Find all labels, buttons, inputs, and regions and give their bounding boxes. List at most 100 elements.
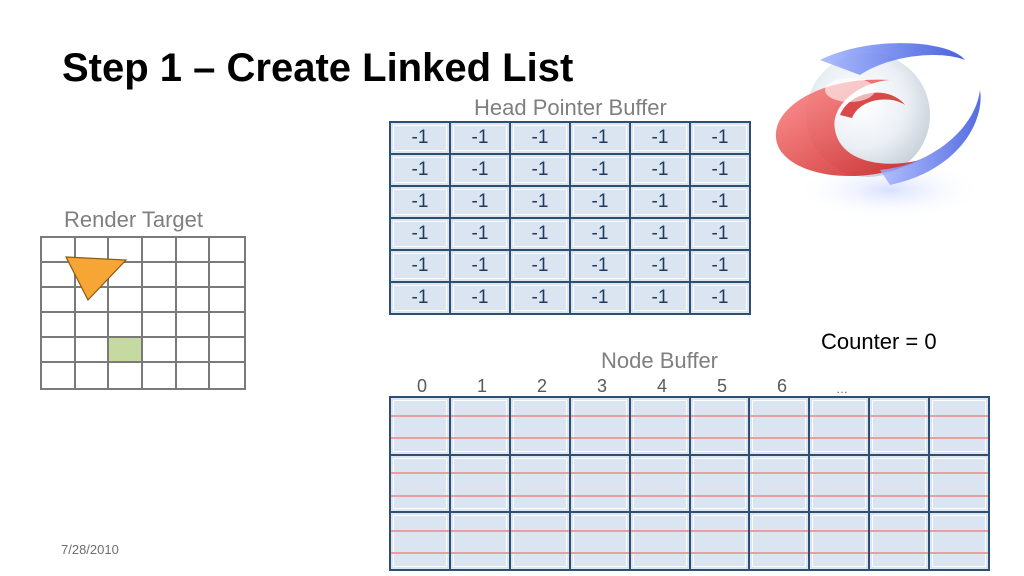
render-target-pixel xyxy=(75,363,110,388)
node-field-divider xyxy=(450,494,509,497)
node-field-divider xyxy=(930,530,988,533)
node-buffer-cell xyxy=(510,455,569,512)
node-field-divider xyxy=(570,472,629,475)
slide-date: 7/28/2010 xyxy=(61,542,119,557)
node-field-divider xyxy=(690,472,749,475)
head-pointer-cell: -1 xyxy=(391,283,449,313)
node-buffer-cell xyxy=(570,513,629,569)
node-index-label: 5 xyxy=(716,376,727,396)
head-pointer-buffer-label: Head Pointer Buffer xyxy=(474,95,667,120)
head-pointer-cell: -1 xyxy=(391,123,449,153)
node-buffer-cell xyxy=(570,398,629,454)
render-target-pixel xyxy=(176,238,211,263)
head-pointer-cell: -1 xyxy=(511,219,569,249)
node-field-divider xyxy=(930,552,988,555)
node-field-divider xyxy=(810,494,869,497)
node-index-label: 6 xyxy=(776,376,787,396)
render-target-pixel xyxy=(42,288,76,313)
node-buffer-cell xyxy=(391,398,449,454)
node-buffer-cell xyxy=(630,455,689,512)
render-target-pixel xyxy=(176,313,211,338)
logo-icon xyxy=(775,43,985,220)
node-field-divider xyxy=(630,494,689,497)
node-field-divider xyxy=(630,472,689,475)
node-field-divider xyxy=(690,436,749,439)
head-pointer-cell: -1 xyxy=(691,123,749,153)
node-buffer-cell xyxy=(810,513,869,569)
node-field-divider xyxy=(810,436,869,439)
head-pointer-cell: -1 xyxy=(571,123,629,153)
head-pointer-cell: -1 xyxy=(691,155,749,185)
node-field-divider xyxy=(450,414,509,417)
render-target-pixel xyxy=(176,363,211,388)
head-pointer-cell: -1 xyxy=(511,251,569,281)
node-field-divider xyxy=(750,436,809,439)
node-index-label: 3 xyxy=(596,376,607,396)
node-index-label: 4 xyxy=(656,376,667,396)
node-field-divider xyxy=(570,436,629,439)
node-field-divider xyxy=(450,530,509,533)
render-target-pixel xyxy=(109,363,143,388)
head-pointer-cell: -1 xyxy=(691,187,749,217)
render-target-pixel xyxy=(109,313,143,338)
node-field-divider xyxy=(391,436,449,439)
node-field-divider xyxy=(690,552,749,555)
node-buffer-cell xyxy=(810,398,869,454)
node-field-divider xyxy=(690,494,749,497)
head-pointer-cell: -1 xyxy=(631,123,689,153)
node-field-divider xyxy=(391,494,449,497)
head-pointer-cell: -1 xyxy=(511,283,569,313)
node-field-divider xyxy=(510,494,569,497)
render-target-pixel xyxy=(42,263,76,288)
node-field-divider xyxy=(570,494,629,497)
render-target-pixel xyxy=(210,288,244,313)
node-field-divider xyxy=(810,414,869,417)
render-target-pixel xyxy=(176,338,211,363)
node-buffer-cell xyxy=(870,513,929,569)
node-buffer-cell xyxy=(570,455,629,512)
node-buffer-cell xyxy=(690,398,749,454)
node-buffer xyxy=(389,396,990,571)
head-pointer-cell: -1 xyxy=(631,155,689,185)
node-index-label: 0 xyxy=(416,376,427,396)
node-field-divider xyxy=(750,494,809,497)
node-buffer-cell xyxy=(750,398,809,454)
node-field-divider xyxy=(510,436,569,439)
node-buffer-cell xyxy=(930,398,988,454)
render-target-pixel xyxy=(143,288,177,313)
node-field-divider xyxy=(870,436,929,439)
node-buffer-cell xyxy=(870,455,929,512)
head-pointer-cell: -1 xyxy=(691,219,749,249)
node-buffer-cell xyxy=(810,455,869,512)
node-field-divider xyxy=(930,494,988,497)
render-target-pixel xyxy=(176,263,211,288)
node-field-divider xyxy=(750,472,809,475)
render-target-pixel xyxy=(42,338,76,363)
node-field-divider xyxy=(450,552,509,555)
node-buffer-cell xyxy=(450,455,509,512)
node-field-divider xyxy=(510,472,569,475)
node-buffer-cell xyxy=(450,513,509,569)
node-field-divider xyxy=(391,472,449,475)
node-field-divider xyxy=(870,552,929,555)
node-field-divider xyxy=(510,552,569,555)
render-target-pixel xyxy=(109,263,143,288)
head-pointer-cell: -1 xyxy=(451,219,509,249)
node-buffer-cell xyxy=(450,398,509,454)
head-pointer-cell: -1 xyxy=(571,283,629,313)
head-pointer-cell: -1 xyxy=(631,283,689,313)
node-field-divider xyxy=(570,530,629,533)
head-pointer-cell: -1 xyxy=(451,283,509,313)
node-buffer-cell xyxy=(870,398,929,454)
head-pointer-cell: -1 xyxy=(571,251,629,281)
node-index-label: 1 xyxy=(476,376,487,396)
head-pointer-cell: -1 xyxy=(571,155,629,185)
head-pointer-cell: -1 xyxy=(391,155,449,185)
render-target-pixel xyxy=(176,288,211,313)
head-pointer-cell: -1 xyxy=(691,283,749,313)
render-target-pixel xyxy=(42,238,76,263)
render-target-pixel xyxy=(75,313,110,338)
render-target-pixel xyxy=(210,338,244,363)
node-field-divider xyxy=(450,436,509,439)
render-target-pixel xyxy=(143,363,177,388)
